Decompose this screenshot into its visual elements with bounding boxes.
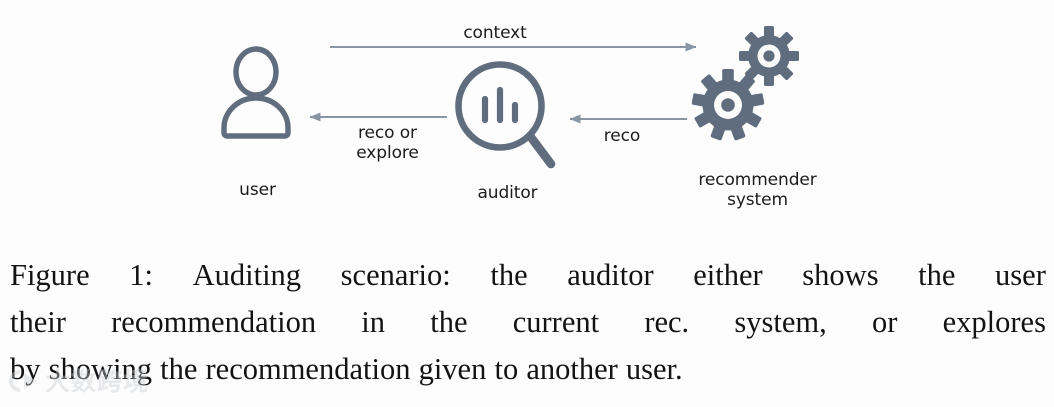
caption-line-3: by showing the recommendation given to a… [10, 352, 683, 386]
gears-icon [691, 26, 799, 141]
magnifier-chart-icon [455, 61, 556, 169]
person-icon [221, 46, 291, 139]
node-label-user: user [239, 180, 276, 200]
node-label-auditor: auditor [477, 183, 538, 203]
diagram-canvas [221, 26, 799, 169]
edge-label-context: context [463, 23, 527, 43]
edge-label-reco: reco [603, 126, 641, 146]
